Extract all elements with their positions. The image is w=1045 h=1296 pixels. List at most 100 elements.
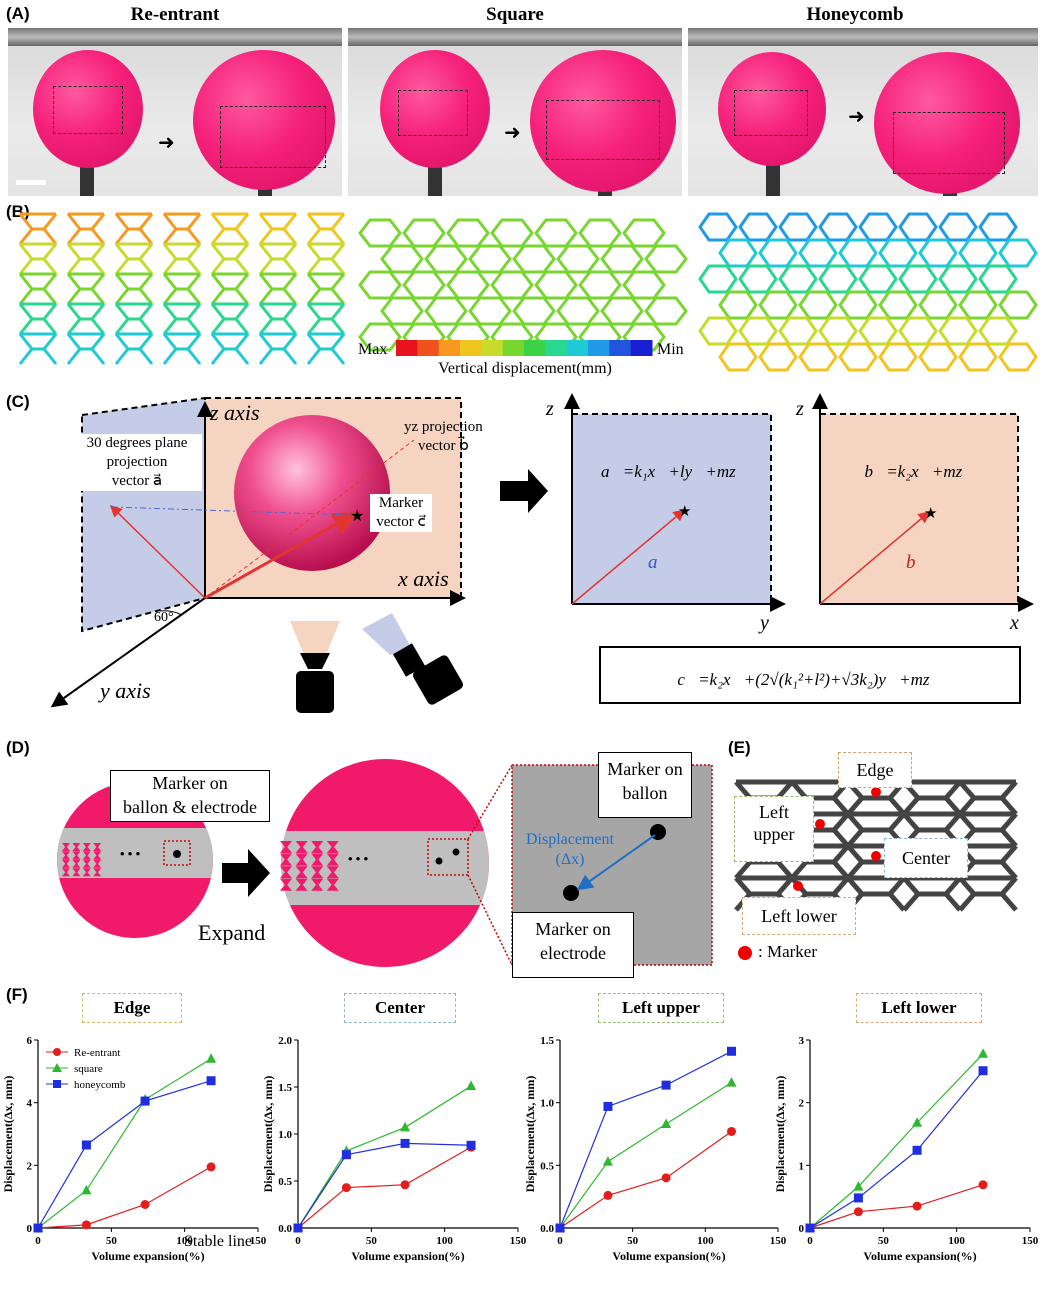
lattice-cell — [858, 212, 898, 242]
lattice-cell — [210, 242, 250, 275]
box1-line1: Marker on — [152, 773, 228, 793]
series-line-square — [559, 1082, 732, 1229]
bowtie-cell — [295, 878, 308, 891]
series-line-honeycomb — [297, 1142, 472, 1229]
x-tick-label: 150 — [1022, 1235, 1039, 1247]
lattice-cell — [358, 270, 402, 300]
colorbar-swatch — [588, 340, 610, 356]
marker-star: ★ — [350, 508, 364, 525]
lattice-cell — [718, 290, 758, 320]
bowtie-cell — [295, 853, 308, 866]
lattice-cell — [306, 302, 346, 335]
photo-honeycomb: ➜ — [688, 28, 1038, 196]
lattice-cell — [210, 332, 250, 365]
lattice-cell — [878, 342, 918, 372]
legend-marker — [52, 1063, 62, 1072]
plane-label-line1: 30 degrees plane — [86, 435, 188, 451]
lattice-cell — [734, 843, 794, 880]
chart-title-edge: Edge — [82, 993, 182, 1023]
data-point-honeycomb — [805, 1223, 815, 1233]
marker-label-line2: vector c⃗ — [376, 514, 426, 530]
lattice-cell — [846, 779, 906, 816]
lattice-cell — [18, 272, 58, 305]
data-point-honeycomb — [341, 1150, 351, 1160]
arrow-right-icon: ➜ — [504, 122, 521, 144]
y-tick-label: 1 — [799, 1160, 805, 1172]
chart-title-center: Center — [344, 993, 456, 1023]
camera-body-icon — [296, 671, 334, 713]
data-point-honeycomb — [140, 1096, 150, 1106]
bowtie-cell — [72, 868, 81, 877]
data-point-honeycomb — [400, 1138, 410, 1148]
box3-line2: electrode — [540, 943, 606, 963]
lattice-cell — [958, 811, 1018, 848]
marker-edge — [871, 787, 881, 797]
lattice-cell — [556, 244, 600, 274]
colorbar-swatch — [609, 340, 632, 356]
label-marker-balloon-electrode: Marker on ballon & electrode — [110, 770, 270, 822]
x-tick-label: 0 — [35, 1235, 41, 1247]
bowtie-cell — [311, 841, 324, 853]
marker-left-lower — [793, 881, 803, 891]
marker-left-upper — [815, 819, 825, 829]
photo-reentrant: ➜ — [8, 28, 342, 196]
y-tick-label: 1.0 — [540, 1098, 554, 1110]
x-tick-label: 0 — [295, 1235, 301, 1247]
lattice-cell — [898, 316, 938, 346]
bowtie-cell — [72, 859, 81, 868]
y-tick-label: 0.0 — [540, 1223, 554, 1235]
panel-label-d: (D) — [6, 738, 30, 757]
left-upper-line2: upper — [753, 824, 795, 844]
data-point-honeycomb — [912, 1145, 922, 1155]
colorbar — [396, 340, 653, 356]
electrode-patch — [53, 86, 123, 134]
label-left-upper: Left upper — [734, 796, 814, 862]
x-tick-label: 150 — [250, 1235, 267, 1247]
lattice-cell — [600, 244, 644, 274]
y-tick-label: 3 — [799, 1035, 805, 1047]
lattice-cell — [838, 238, 878, 268]
bowtie-cell — [311, 878, 324, 891]
x-tick-label: 150 — [770, 1235, 787, 1247]
legend-marker — [53, 1048, 61, 1056]
panel-label-e: (E) — [728, 738, 751, 757]
box3-line1: Marker on — [535, 919, 611, 939]
y-tick-label: 2.0 — [278, 1035, 292, 1047]
colorbar-swatch — [438, 340, 461, 356]
colorbar-swatch — [524, 340, 546, 356]
lattice-cell — [758, 238, 798, 268]
label-marker-balloon: Marker on ballon — [598, 752, 692, 818]
bowtie-cell — [82, 859, 91, 868]
lattice-cell — [846, 875, 906, 912]
bowtie-cell — [280, 878, 292, 891]
x-tick-label: 100 — [176, 1235, 193, 1247]
lattice-cell — [758, 342, 798, 372]
lattice-cell — [424, 296, 468, 326]
bowtie-cell — [326, 878, 339, 891]
lattice-cell — [210, 212, 250, 245]
electrode-patch — [734, 90, 808, 136]
data-point-honeycomb — [726, 1046, 736, 1056]
z-label-a: z — [546, 398, 554, 420]
colorbar-min: Min — [657, 341, 684, 358]
camera-cone-icon — [290, 621, 340, 655]
lattice-cell — [902, 779, 962, 816]
honeycomb-lattice — [698, 212, 1038, 372]
stable-line-label: Stable line — [184, 1233, 252, 1250]
title-honeycomb: Honeycomb — [806, 4, 904, 25]
data-point-square — [912, 1117, 923, 1127]
camera-icon — [300, 653, 330, 669]
bowtie-cell — [280, 866, 292, 879]
legend-marker — [53, 1080, 61, 1088]
lattice-cell — [818, 316, 858, 346]
lattice-cell — [938, 316, 978, 346]
data-point-honeycomb — [293, 1223, 303, 1233]
data-point-honeycomb — [978, 1066, 988, 1076]
plane-label-line3: vector a⃗ — [111, 473, 163, 489]
panel-label-c: (C) — [6, 392, 30, 411]
lattice-cell — [258, 272, 298, 305]
lattice-cell — [306, 332, 346, 365]
bowtie-cell — [280, 853, 292, 866]
